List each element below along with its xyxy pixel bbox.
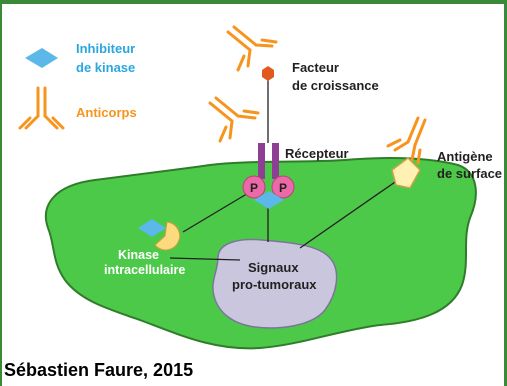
surface-antigen-label-line1: Antigène [437, 149, 493, 164]
antibody-growth-factor-icon [228, 27, 276, 70]
frame-left-border [0, 0, 2, 386]
author-credit: Sébastien Faure, 2015 [4, 360, 193, 380]
legend-inhibitor-line1: Inhibiteur [76, 41, 135, 56]
signals-label-line1: Signaux [248, 260, 299, 275]
antibody-antigen-icon [388, 118, 425, 163]
antibody-legend-icon [20, 88, 63, 128]
frame-top-border [0, 0, 507, 4]
growth-factor-label-line1: Facteur [292, 60, 339, 75]
legend-inhibitor-line2: de kinase [76, 60, 135, 75]
growth-factor-label-line2: de croissance [292, 78, 379, 93]
receptor-bar-right [272, 143, 279, 179]
growth-factor-icon [262, 66, 274, 81]
kinase-label-line1: Kinase [118, 248, 159, 262]
kinase-label-line2: intracellulaire [104, 263, 185, 277]
surface-antigen-label-line2: de surface [437, 166, 502, 181]
kinase-inhibitor-legend-icon [25, 48, 58, 68]
phosphate-left-label: P [250, 181, 258, 195]
signals-label-line2: pro-tumoraux [232, 277, 317, 292]
phosphate-right-label: P [279, 181, 287, 195]
legend-antibody: Anticorps [76, 105, 137, 120]
receptor-label: Récepteur [285, 146, 349, 161]
receptor-bar-left [258, 143, 265, 179]
antibody-receptor-icon [210, 98, 258, 141]
